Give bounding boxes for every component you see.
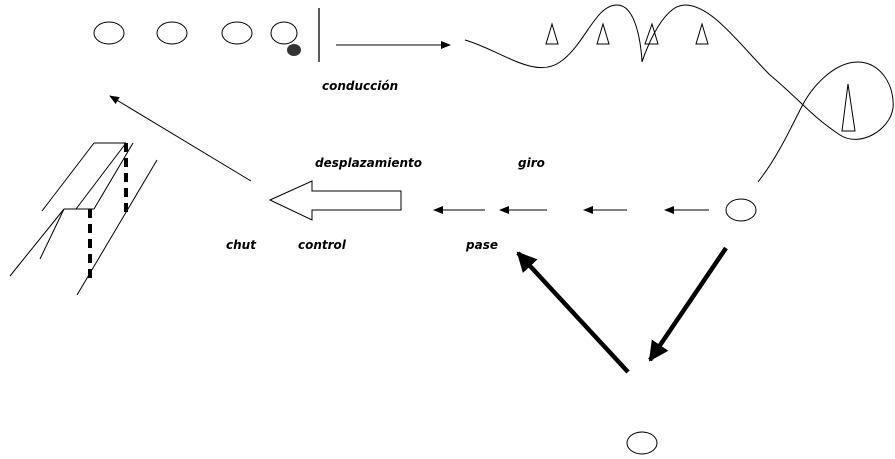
desplazamiento-block-arrow: [268, 180, 402, 221]
cone-icon: [841, 83, 856, 132]
cone-icon: [545, 22, 559, 45]
label-control: control: [298, 238, 346, 252]
player-circle: [270, 21, 298, 45]
player-circle: [156, 21, 188, 45]
pass-arrow-down: [648, 246, 728, 362]
label-chut: chut: [226, 238, 256, 252]
player-circle: [93, 21, 125, 45]
cones: [545, 22, 856, 132]
label-pase: pase: [466, 238, 498, 252]
label-desplazamiento: desplazamiento: [315, 156, 423, 170]
player-circle: [626, 431, 658, 455]
dribble-path: [464, 4, 894, 183]
label-conduccion: conducción: [322, 79, 399, 93]
player-row: [93, 21, 298, 45]
label-giro: giro: [518, 156, 545, 170]
return-arrow: [109, 95, 252, 182]
goal: [9, 142, 158, 296]
player-circle: [725, 198, 757, 222]
player-circle: [221, 21, 253, 45]
pass-arrow-up: [516, 251, 630, 374]
cone-icon: [644, 22, 659, 45]
ball: [287, 44, 301, 56]
cone-icon: [596, 22, 610, 45]
cone-icon: [695, 22, 709, 45]
